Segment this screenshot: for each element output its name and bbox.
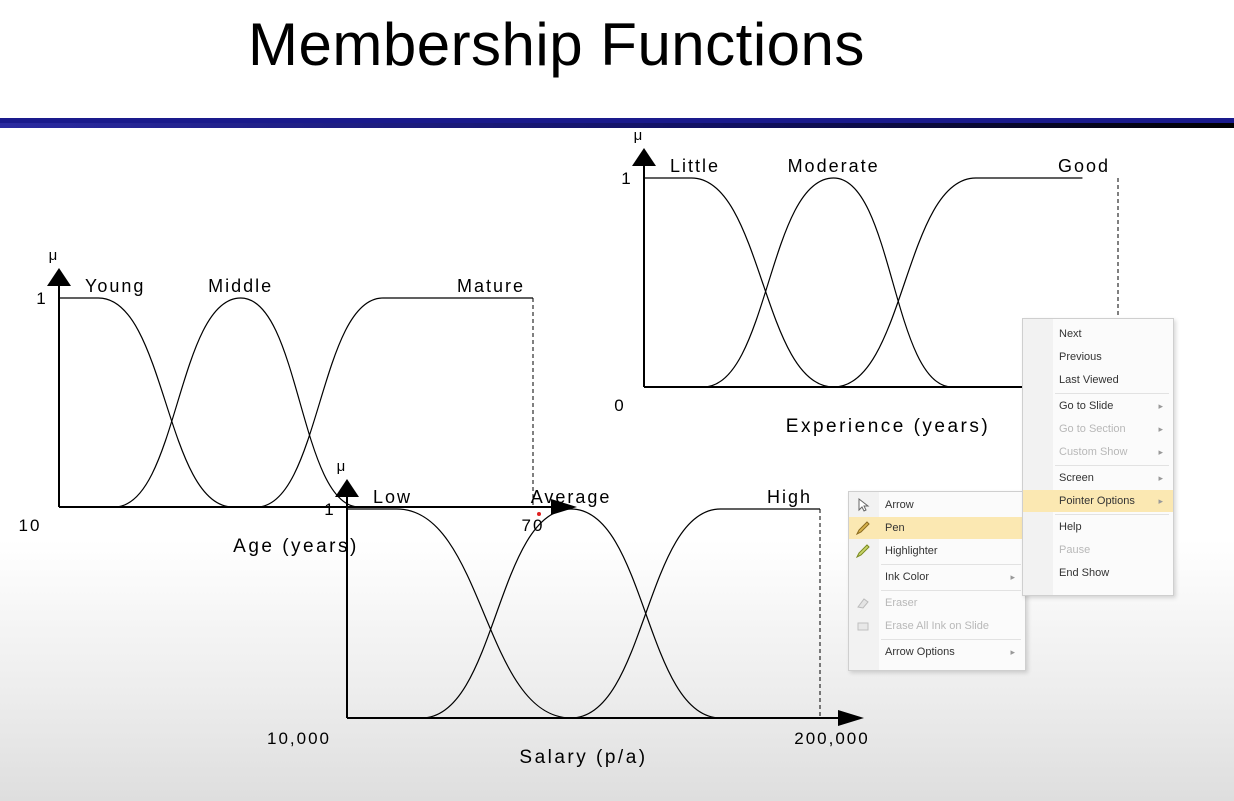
submenu-arrow-icon: ▸ bbox=[1010, 647, 1015, 657]
menu-item-label: Custom Show bbox=[1059, 446, 1128, 458]
pen-icon bbox=[855, 520, 871, 536]
membership-curve-young bbox=[59, 297, 233, 508]
menu-item-label: Highlighter bbox=[885, 545, 938, 557]
arrow-cursor-icon bbox=[855, 497, 871, 513]
membership-curve-mature bbox=[256, 297, 533, 508]
menu-item-pointer-options[interactable]: Pointer Options ▸ bbox=[1023, 490, 1173, 512]
series-label-high: High bbox=[767, 487, 812, 507]
x-axis-title: Experience (years) bbox=[786, 416, 990, 437]
menu-item-label: Screen bbox=[1059, 472, 1094, 484]
y-axis-label: μ bbox=[634, 127, 643, 144]
y-axis-arrow bbox=[335, 479, 359, 497]
pointer-menu-item-ink-color[interactable]: Ink Color ▸ bbox=[849, 566, 1025, 588]
menu-item-label: Eraser bbox=[885, 597, 918, 609]
title-divider bbox=[0, 118, 1234, 129]
menu-item-label: End Show bbox=[1059, 567, 1110, 579]
submenu-arrow-icon: ▸ bbox=[1158, 447, 1163, 457]
pen-annotation-dot bbox=[537, 512, 541, 516]
series-label-moderate: Moderate bbox=[788, 156, 880, 176]
submenu-arrow-icon: ▸ bbox=[1010, 572, 1015, 582]
menu-item-label: Pen bbox=[885, 522, 905, 534]
x-end-label: 200,000 bbox=[794, 729, 869, 748]
y-axis-label: μ bbox=[337, 458, 346, 475]
menu-item-next[interactable]: Next bbox=[1023, 323, 1173, 345]
series-label-middle: Middle bbox=[208, 276, 273, 296]
series-label-good: Good bbox=[1058, 156, 1110, 176]
pointer-menu-item-erase-all-ink-on-slide: Erase All Ink on Slide bbox=[849, 615, 1025, 637]
membership-curve-low bbox=[347, 508, 572, 719]
x-axis-title: Age (years) bbox=[233, 536, 359, 557]
x-end-label: 70 bbox=[522, 516, 545, 535]
menu-item-label: Go to Slide bbox=[1059, 400, 1114, 412]
x-start-label: 10,000 bbox=[267, 729, 331, 748]
series-label-young: Young bbox=[85, 276, 145, 296]
pointer-menu-item-eraser: Eraser bbox=[849, 592, 1025, 614]
pointer-menu-item-arrow-options[interactable]: Arrow Options ▸ bbox=[849, 641, 1025, 663]
y-tick-label: 1 bbox=[621, 169, 630, 188]
menu-item-screen[interactable]: Screen ▸ bbox=[1023, 467, 1173, 489]
slide-title: Membership Functions bbox=[248, 11, 865, 78]
membership-curve-good bbox=[833, 177, 1083, 388]
menu-item-label: Previous bbox=[1059, 351, 1102, 363]
menu-item-label: Arrow Options bbox=[885, 646, 955, 658]
experience-membership-chart: μ1040Experience (years)LittleModerateGoo… bbox=[614, 127, 1162, 437]
x-start-label: 10 bbox=[19, 516, 42, 535]
x-axis-title: Salary (p/a) bbox=[519, 747, 647, 768]
series-label-little: Little bbox=[670, 156, 720, 176]
menu-item-label: Erase All Ink on Slide bbox=[885, 620, 989, 632]
menu-item-label: Ink Color bbox=[885, 571, 930, 583]
menu-item-last-viewed[interactable]: Last Viewed bbox=[1023, 369, 1173, 391]
membership-curve-middle bbox=[114, 297, 360, 508]
y-tick-label: 1 bbox=[36, 289, 45, 308]
menu-item-label: Help bbox=[1059, 521, 1082, 533]
y-tick-label: 1 bbox=[324, 500, 333, 519]
submenu-arrow-icon: ▸ bbox=[1158, 496, 1163, 506]
membership-curve-little bbox=[644, 177, 834, 388]
menu-separator bbox=[881, 564, 1021, 565]
menu-item-go-to-slide[interactable]: Go to Slide ▸ bbox=[1023, 395, 1173, 417]
y-axis-arrow bbox=[632, 148, 656, 166]
menu-item-end-show[interactable]: End Show bbox=[1023, 562, 1173, 584]
menu-item-previous[interactable]: Previous bbox=[1023, 346, 1173, 368]
menu-item-label: Go to Section bbox=[1059, 423, 1126, 435]
menu-separator bbox=[1055, 393, 1169, 394]
series-label-average: Average bbox=[531, 487, 612, 507]
menu-item-custom-show: Custom Show ▸ bbox=[1023, 441, 1173, 463]
menu-item-label: Last Viewed bbox=[1059, 374, 1119, 386]
menu-separator bbox=[881, 590, 1021, 591]
submenu-arrow-icon: ▸ bbox=[1158, 473, 1163, 483]
menu-item-label: Pause bbox=[1059, 544, 1091, 556]
y-axis-label: μ bbox=[49, 247, 58, 264]
menu-item-label: Pointer Options bbox=[1059, 495, 1135, 507]
erase-all-icon bbox=[855, 618, 871, 634]
series-label-mature: Mature bbox=[457, 276, 525, 296]
x-axis-arrow bbox=[838, 710, 864, 726]
membership-curve-high bbox=[571, 508, 820, 719]
menu-item-help[interactable]: Help bbox=[1023, 516, 1173, 538]
pointer-menu-item-arrow[interactable]: Arrow bbox=[849, 494, 1025, 516]
menu-separator bbox=[881, 639, 1021, 640]
menu-item-label: Next bbox=[1059, 328, 1082, 340]
menu-separator bbox=[1055, 465, 1169, 466]
highlighter-icon bbox=[855, 543, 871, 559]
series-label-low: Low bbox=[373, 487, 412, 507]
pointer-menu-item-pen[interactable]: Pen bbox=[849, 517, 1025, 539]
y-axis-arrow bbox=[47, 268, 71, 286]
menu-item-pause: Pause bbox=[1023, 539, 1173, 561]
submenu-arrow-icon: ▸ bbox=[1158, 424, 1163, 434]
pointer-menu-item-highlighter[interactable]: Highlighter bbox=[849, 540, 1025, 562]
membership-curve-average bbox=[421, 508, 721, 719]
x-start-label: 0 bbox=[614, 396, 625, 415]
membership-curve-moderate bbox=[703, 177, 953, 388]
menu-item-go-to-section: Go to Section ▸ bbox=[1023, 418, 1173, 440]
submenu-arrow-icon: ▸ bbox=[1158, 401, 1163, 411]
menu-item-label: Arrow bbox=[885, 499, 914, 511]
eraser-icon bbox=[855, 595, 871, 611]
menu-separator bbox=[1055, 514, 1169, 515]
